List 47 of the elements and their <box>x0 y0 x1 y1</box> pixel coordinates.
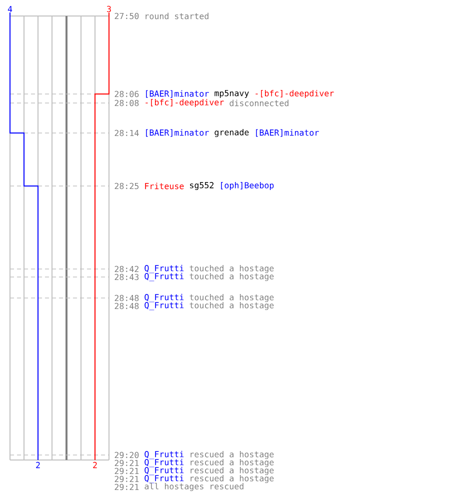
event-text: touched a hostage <box>190 294 274 302</box>
event-text: touched a hostage <box>190 302 274 310</box>
event-text: rescued a hostage <box>190 450 274 460</box>
weapon-name: mp5navy <box>214 90 249 98</box>
event-text: all hostages rescued <box>144 482 244 492</box>
player-name: Q_Frutti <box>144 264 184 274</box>
timestamp: 28:48 <box>114 302 139 310</box>
player-count: 2 <box>92 461 98 469</box>
timestamp: 28:25 <box>114 182 139 190</box>
event-text: round started <box>146 12 208 20</box>
event-text: disconnected <box>230 100 288 106</box>
player-name: Q_Frutti <box>144 450 184 460</box>
player-name: Q_Frutti <box>144 272 184 282</box>
timestamp: 29:20 <box>114 452 139 458</box>
timestamp: 28:06 <box>114 90 139 98</box>
player-name: Friteuse <box>145 182 184 190</box>
player-count: 3 <box>106 5 112 13</box>
event-text: touched a hostage <box>190 272 274 282</box>
player-name: [BAER]minator <box>146 90 209 98</box>
player-name: Q_Frutti <box>144 458 184 468</box>
event-text: rescued a hostage <box>190 466 274 476</box>
player-count: 4 <box>7 5 13 13</box>
player-name: [BAER]minator <box>146 129 209 137</box>
timestamp: 28:48 <box>114 294 139 302</box>
player-name: Q_Frutti <box>144 302 184 310</box>
timestamp: 27:50 <box>114 12 139 20</box>
timestamp: 28:14 <box>114 130 139 136</box>
event-text: touched a hostage <box>190 264 274 274</box>
timestamp: 28:08 <box>114 100 139 106</box>
timestamp: 29:21 <box>114 460 139 466</box>
player-name: -[bfc]-deepdiver <box>146 98 224 108</box>
weapon-name: grenade <box>214 128 249 138</box>
timestamp: 29:21 <box>114 468 139 474</box>
player-name: Q_Frutti <box>144 474 184 484</box>
event-text: rescued a hostage <box>190 458 274 468</box>
player-name: [BAER]minator <box>256 129 319 137</box>
timestamp: 29:21 <box>114 476 139 482</box>
weapon-name: sg552 <box>190 182 214 190</box>
player-name: -[bfc]-deepdiver <box>256 90 334 98</box>
timestamp: 28:42 <box>114 266 138 272</box>
timestamp: 28:43 <box>114 274 139 280</box>
player-name: [oph]Beebop <box>221 182 274 190</box>
timestamp: 29:21 <box>114 484 139 490</box>
player-name: Q_Frutti <box>144 294 184 302</box>
event-text: rescued a hostage <box>190 474 274 484</box>
player-count: 2 <box>35 461 41 469</box>
player-name: Q_Frutti <box>144 466 184 476</box>
